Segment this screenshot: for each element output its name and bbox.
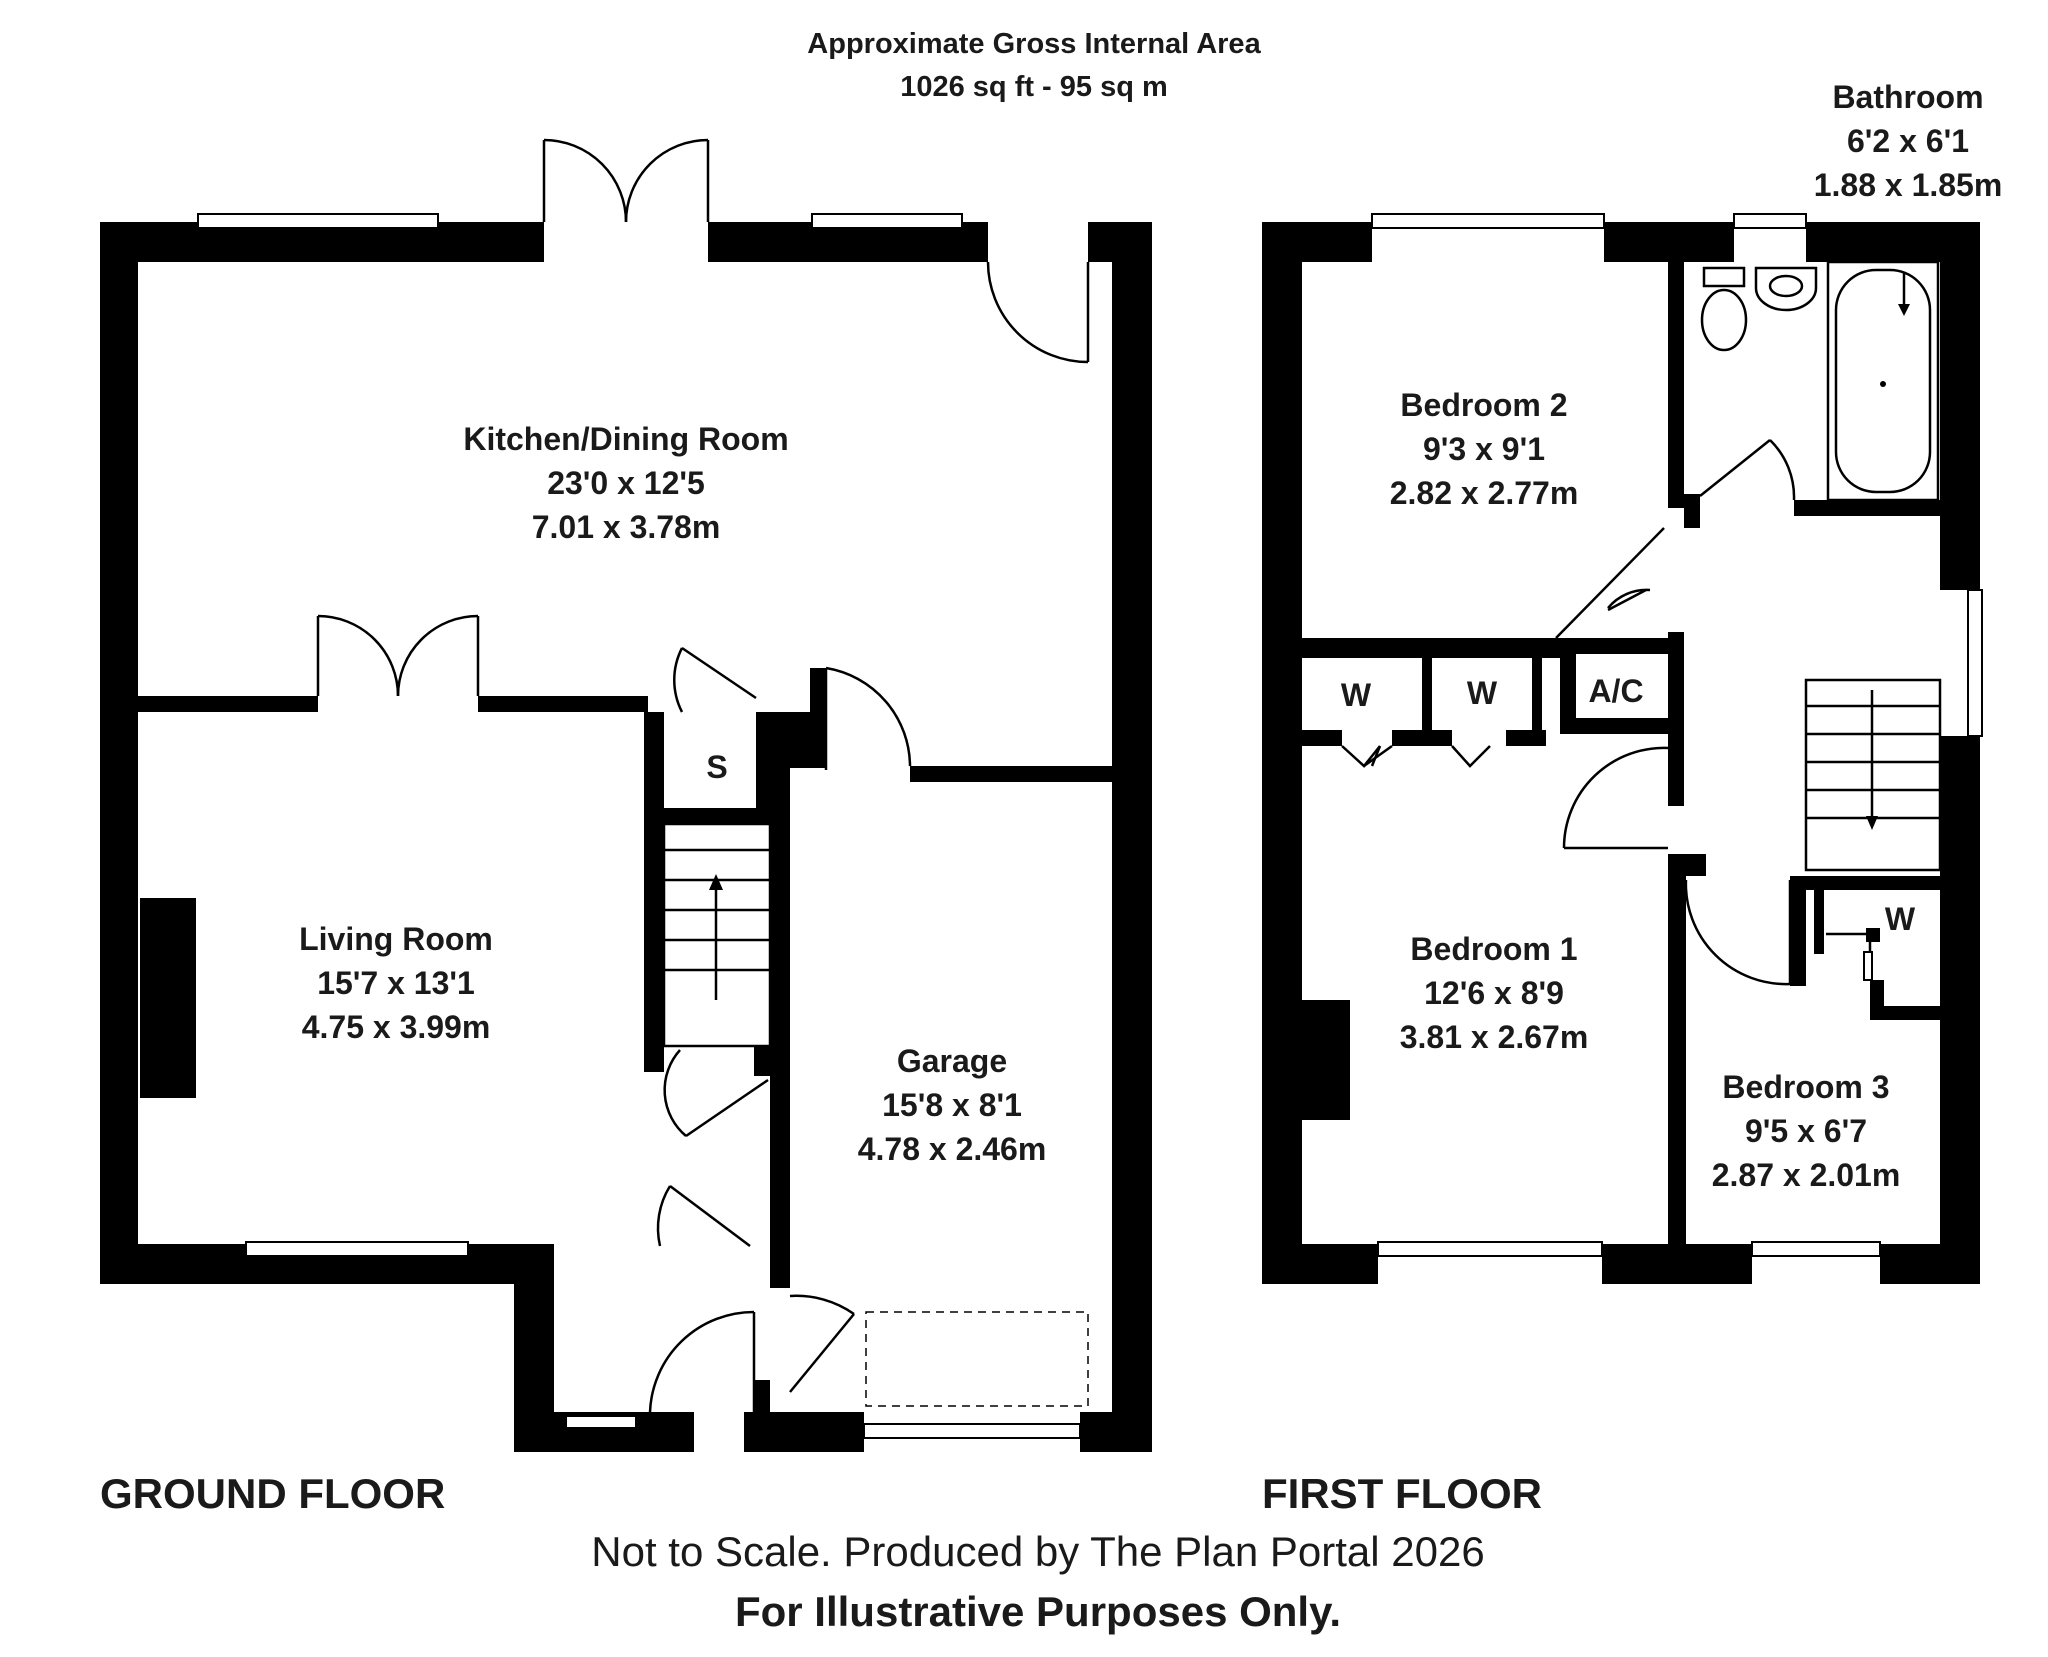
garage-metric: 4.78 x 2.46m [858, 1131, 1047, 1167]
kitchen-imperial: 23'0 x 12'5 [547, 465, 705, 501]
wardrobe-label-1: W [1341, 677, 1372, 713]
first-floor-plan [1262, 213, 1983, 1284]
bedroom1-name: Bedroom 1 [1410, 931, 1577, 967]
airing-cupboard-label: A/C [1588, 673, 1643, 709]
ground-floor-label: GROUND FLOOR [100, 1470, 445, 1517]
ground-floor-plan [100, 138, 1152, 1452]
first-floor-label: FIRST FLOOR [1262, 1470, 1542, 1517]
living-metric: 4.75 x 3.99m [302, 1009, 491, 1045]
kitchen-name: Kitchen/Dining Room [463, 421, 788, 457]
footer-disclaimer: For Illustrative Purposes Only. [735, 1588, 1341, 1635]
kitchen-metric: 7.01 x 3.78m [532, 509, 721, 545]
bedroom3-imperial: 9'5 x 6'7 [1745, 1113, 1867, 1149]
bedroom2-name: Bedroom 2 [1400, 387, 1567, 423]
bathroom-metric: 1.88 x 1.85m [1814, 167, 2003, 203]
bathroom-name: Bathroom [1832, 79, 1983, 115]
wardrobe-label-2: W [1467, 675, 1498, 711]
living-imperial: 15'7 x 13'1 [317, 965, 475, 1001]
bedroom1-metric: 3.81 x 2.67m [1400, 1019, 1589, 1055]
garage-name: Garage [897, 1043, 1007, 1079]
window [197, 213, 439, 229]
bedroom1-imperial: 12'6 x 8'9 [1424, 975, 1564, 1011]
bathroom-imperial: 6'2 x 6'1 [1847, 123, 1969, 159]
store-label: S [706, 749, 727, 785]
footer-credit: Not to Scale. Produced by The Plan Porta… [591, 1528, 1484, 1575]
bedroom3-name: Bedroom 3 [1722, 1069, 1889, 1105]
bedroom3-metric: 2.87 x 2.01m [1712, 1157, 1901, 1193]
bedroom2-imperial: 9'3 x 9'1 [1423, 431, 1545, 467]
garage-imperial: 15'8 x 8'1 [882, 1087, 1022, 1123]
area-title: Approximate Gross Internal Area [807, 28, 1261, 60]
bedroom2-metric: 2.82 x 2.77m [1390, 475, 1579, 511]
wardrobe-label-3: W [1885, 901, 1916, 937]
area-value: 1026 sq ft - 95 sq m [900, 71, 1168, 103]
living-name: Living Room [299, 921, 493, 957]
